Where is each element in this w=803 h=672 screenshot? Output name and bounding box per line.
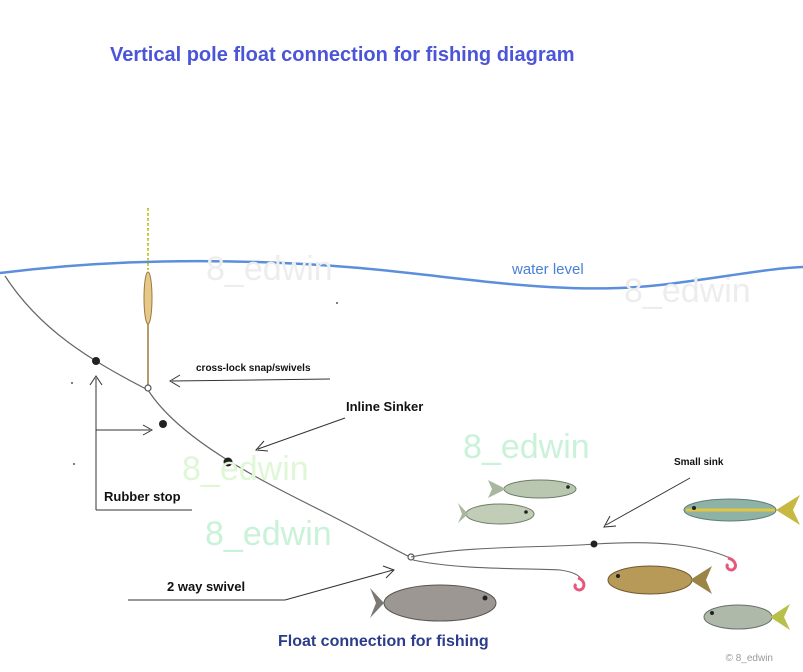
small-sink-label: Small sink	[674, 457, 724, 468]
hook-icon-2	[573, 576, 586, 592]
watermark: 8_edwin	[205, 515, 332, 553]
fish-jack	[703, 604, 790, 630]
water-level-line	[0, 259, 803, 290]
rubber-stop-bead	[92, 357, 100, 365]
two-way-swivel-label: 2 way swivel	[167, 579, 246, 594]
main-line-lower	[147, 389, 411, 558]
fish-yellowtail	[683, 495, 800, 525]
watermark: 8_edwin	[206, 250, 333, 288]
leader-lower	[412, 559, 583, 581]
watermark: 8_edwin	[624, 272, 751, 310]
inline-sinker-label: Inline Sinker	[346, 399, 424, 414]
watermark: 8_edwin	[463, 428, 590, 466]
fish-giant-trevally	[370, 584, 497, 622]
fish-trevally-2	[458, 503, 535, 525]
credit-text: © 8_edwin	[725, 653, 773, 664]
small-sink-bead	[590, 540, 598, 548]
leader-upper	[410, 542, 731, 559]
watermark: 8_edwin	[182, 450, 309, 488]
rubber-stop-label: Rubber stop	[104, 489, 181, 504]
diagram-title: Vertical pole float connection for fishi…	[110, 44, 575, 66]
cross-lock-snap	[144, 384, 152, 392]
cross-lock-label: cross-lock snap/swivels	[196, 363, 311, 374]
hook-icon	[725, 556, 737, 572]
inline-sinker-bead	[223, 457, 233, 467]
rubber-stop-bead-2	[159, 420, 167, 428]
pole-float	[143, 208, 153, 385]
diagram-caption: Float connection for fishing	[278, 633, 489, 650]
water-level-label: water level	[512, 261, 584, 278]
fish-trevally-1	[488, 479, 577, 499]
fish-golden-trevally	[607, 565, 712, 595]
main-line	[4, 275, 149, 391]
